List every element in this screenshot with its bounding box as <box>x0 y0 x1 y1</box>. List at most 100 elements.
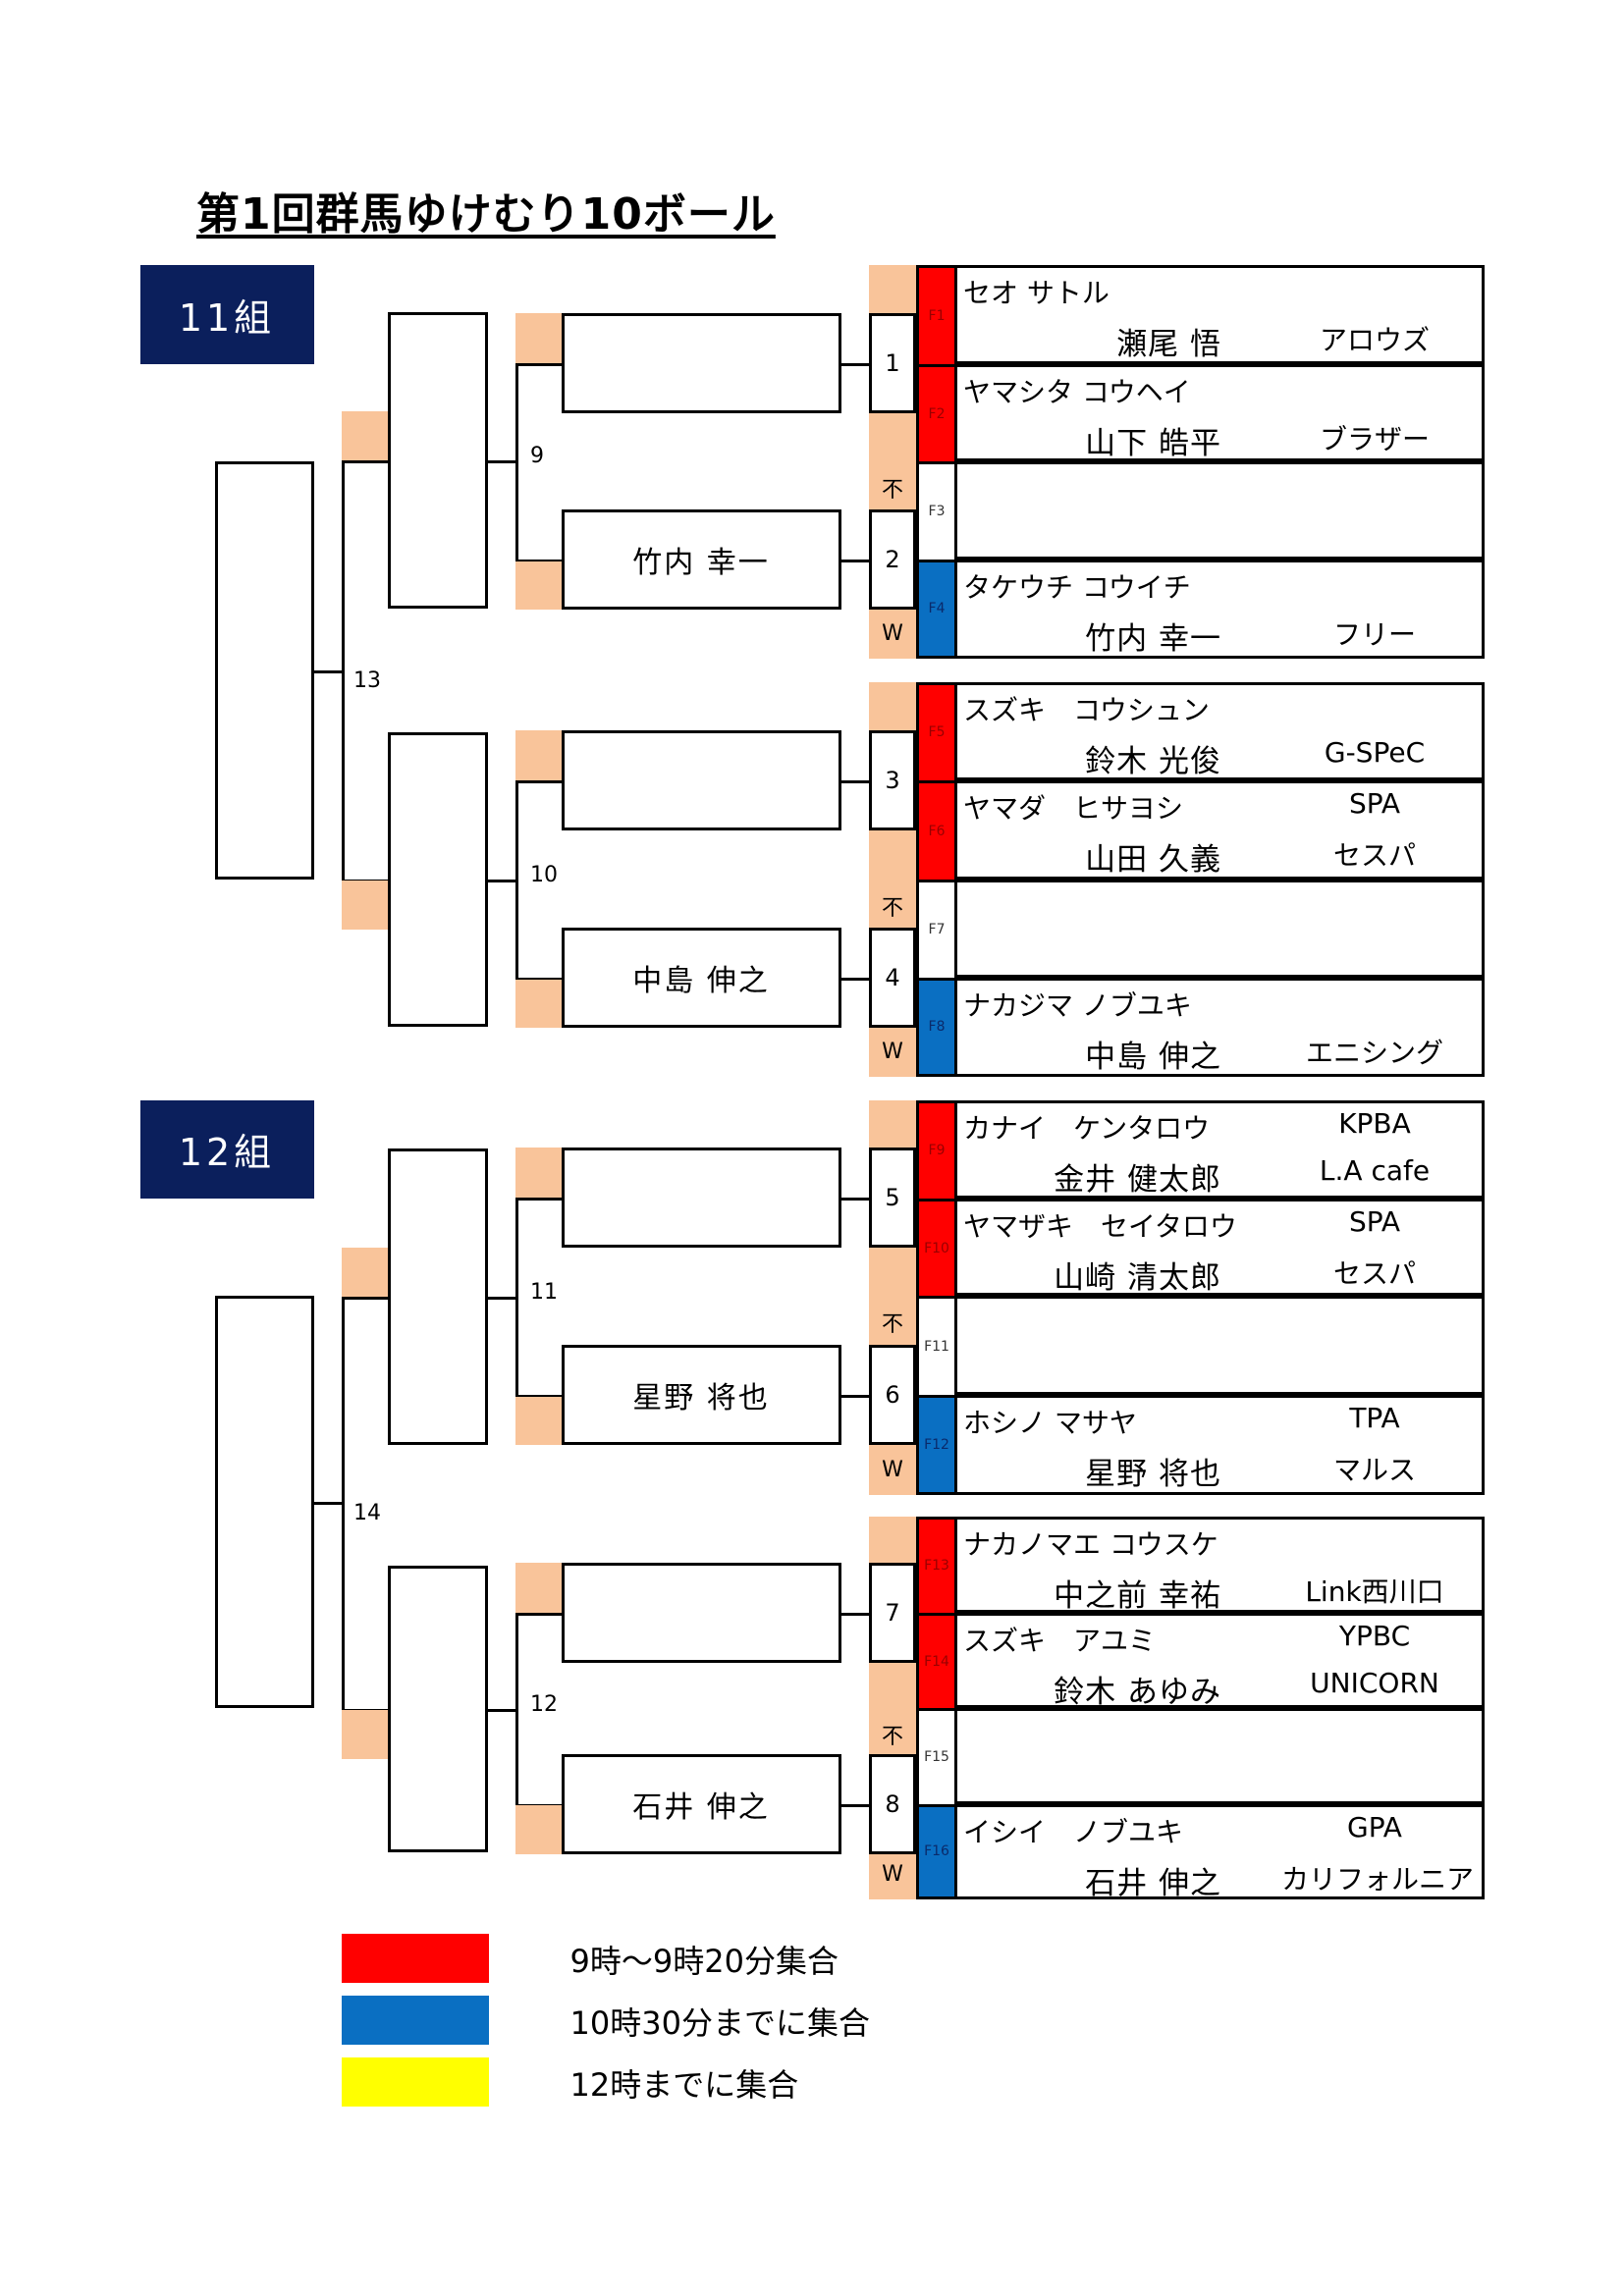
player-kana-name: スズキ アユミ <box>963 1624 1157 1657</box>
group-label-badge: 11組 <box>139 265 314 364</box>
legend-label: 10時30分までに集合 <box>569 2003 870 2042</box>
player-club-secondary: セスパ <box>1332 839 1416 872</box>
player-entry[interactable] <box>954 1296 1485 1395</box>
bracket-line <box>515 362 518 560</box>
player-kana-name: ホシノ マサヤ <box>963 1406 1137 1439</box>
walkover-mark: W <box>882 1039 903 1064</box>
slot-color-strip: F8 <box>916 978 954 1077</box>
winner-marker-cell <box>342 881 388 930</box>
slot-color-strip: F3 <box>916 460 954 560</box>
slot-color-strip: F10 <box>916 1199 954 1296</box>
bracket-line <box>515 362 562 366</box>
player-club-primary: YPBC <box>1338 1619 1411 1652</box>
player-kana-name: ヤマシタ コウヘイ <box>963 375 1191 408</box>
slot-color-strip: F2 <box>916 363 954 461</box>
bracket-line <box>313 1502 342 1505</box>
group-label-badge: 12組 <box>139 1099 314 1199</box>
slot-color-strip: F13 <box>916 1517 954 1613</box>
player-club-secondary: Link西川口 <box>1305 1575 1444 1608</box>
slot-color-strip: F7 <box>916 879 954 978</box>
player-entry[interactable] <box>954 460 1485 560</box>
player-kana-name: ヤマダ ヒサヨシ <box>963 792 1184 825</box>
slot-color-strip: F11 <box>916 1296 954 1395</box>
player-entry[interactable] <box>954 1708 1485 1804</box>
quarterfinal-result-box <box>561 730 841 830</box>
winner-marker-cell <box>515 1562 562 1613</box>
player-kana-name: ナカノマエ コウスケ <box>963 1528 1218 1561</box>
slot-color-strip: F9 <box>916 1099 954 1199</box>
player-entry[interactable]: ナカジマ ノブユキ中島 伸之 エニシング <box>954 978 1485 1077</box>
slot-color-strip: F4 <box>916 560 954 659</box>
player-kana-name: タケウチ コウイチ <box>963 571 1191 604</box>
bracket-line <box>515 1612 562 1616</box>
player-entry[interactable]: スズキ アユミ鈴木 あゆみ YPBC UNICORN <box>954 1612 1485 1710</box>
quarterfinal-result-box <box>561 1562 841 1663</box>
semifinal-result-box <box>387 312 488 609</box>
player-club-primary: SPA <box>1348 787 1401 820</box>
legend-swatch-blue <box>342 1995 489 2045</box>
player-club-secondary: カリフォルニア <box>1281 1862 1475 1896</box>
match-number-box: 2 <box>869 509 916 610</box>
winner-marker-cell <box>515 312 562 363</box>
player-club-secondary: フリー <box>1332 618 1416 651</box>
player-name: 石井 伸之 <box>1085 1865 1221 1901</box>
bracket-line <box>487 1296 515 1300</box>
player-name: 竹内 幸一 <box>1085 621 1221 657</box>
match-number-label: 11 <box>530 1280 558 1306</box>
player-club-secondary: マルス <box>1332 1453 1416 1486</box>
match-number-box: 1 <box>869 312 916 413</box>
player-name: 金井 健太郎 <box>1054 1161 1221 1198</box>
slot-color-strip: F12 <box>916 1394 954 1495</box>
player-name: 鈴木 あゆみ <box>1054 1674 1221 1710</box>
slot-color-strip: F15 <box>916 1708 954 1804</box>
walkover-mark: W <box>882 1457 903 1482</box>
bracket-line <box>342 1296 345 1709</box>
legend-label: 9時～9時20分集合 <box>569 1942 839 1980</box>
player-club-secondary: L.A cafe <box>1319 1153 1431 1187</box>
bracket-line <box>487 1708 515 1712</box>
player-kana-name: ナカジマ ノブユキ <box>963 989 1192 1022</box>
player-name: 中島 伸之 <box>1085 1040 1221 1075</box>
player-club-primary: SPA <box>1348 1205 1401 1238</box>
legend-label: 12時までに集合 <box>569 2065 799 2104</box>
semifinal-result-box <box>387 1148 488 1445</box>
bracket-line <box>313 669 342 673</box>
bracket-line <box>342 459 388 463</box>
player-club-secondary: エニシング <box>1305 1037 1443 1069</box>
bracket-line <box>487 879 515 882</box>
player-name: 鈴木 光俊 <box>1085 743 1221 779</box>
player-entry[interactable] <box>954 879 1485 978</box>
match-number-box: 4 <box>869 928 916 1028</box>
bracket-line <box>840 1198 869 1201</box>
player-name: 山下 皓平 <box>1085 425 1221 461</box>
player-name: 山崎 清太郎 <box>1054 1260 1221 1296</box>
player-club-primary: KPBA <box>1338 1106 1411 1140</box>
winner-marker-cell <box>342 411 388 460</box>
player-entry[interactable]: タケウチ コウイチ竹内 幸一 フリー <box>954 560 1485 659</box>
bracket-line <box>487 459 515 463</box>
quarterfinal-result-box: 石井 伸之 <box>561 1753 841 1854</box>
semifinal-result-box <box>387 1565 488 1852</box>
absent-mark: 不 <box>881 895 903 921</box>
player-kana-name: ヤマザキ セイタロウ <box>963 1210 1237 1243</box>
player-entry[interactable]: ヤマシタ コウヘイ山下 皓平ブラザー <box>954 363 1485 461</box>
player-name: 星野 将也 <box>1085 1456 1221 1492</box>
player-entry[interactable]: セオ サトル瀬尾 悟アロウズ <box>954 265 1485 364</box>
bracket-line <box>840 1612 869 1616</box>
bracket-line <box>515 780 518 978</box>
player-club-secondary: UNICORN <box>1310 1666 1439 1699</box>
match-number-box: 6 <box>869 1345 916 1446</box>
player-kana-name: セオ サトル <box>963 277 1110 309</box>
semifinal-result-box <box>387 731 488 1027</box>
quarterfinal-result-box <box>561 312 841 413</box>
match-number-label: 13 <box>353 668 381 693</box>
match-number-box: 5 <box>869 1148 916 1249</box>
player-kana-name: イシイ ノブユキ <box>963 1815 1184 1848</box>
